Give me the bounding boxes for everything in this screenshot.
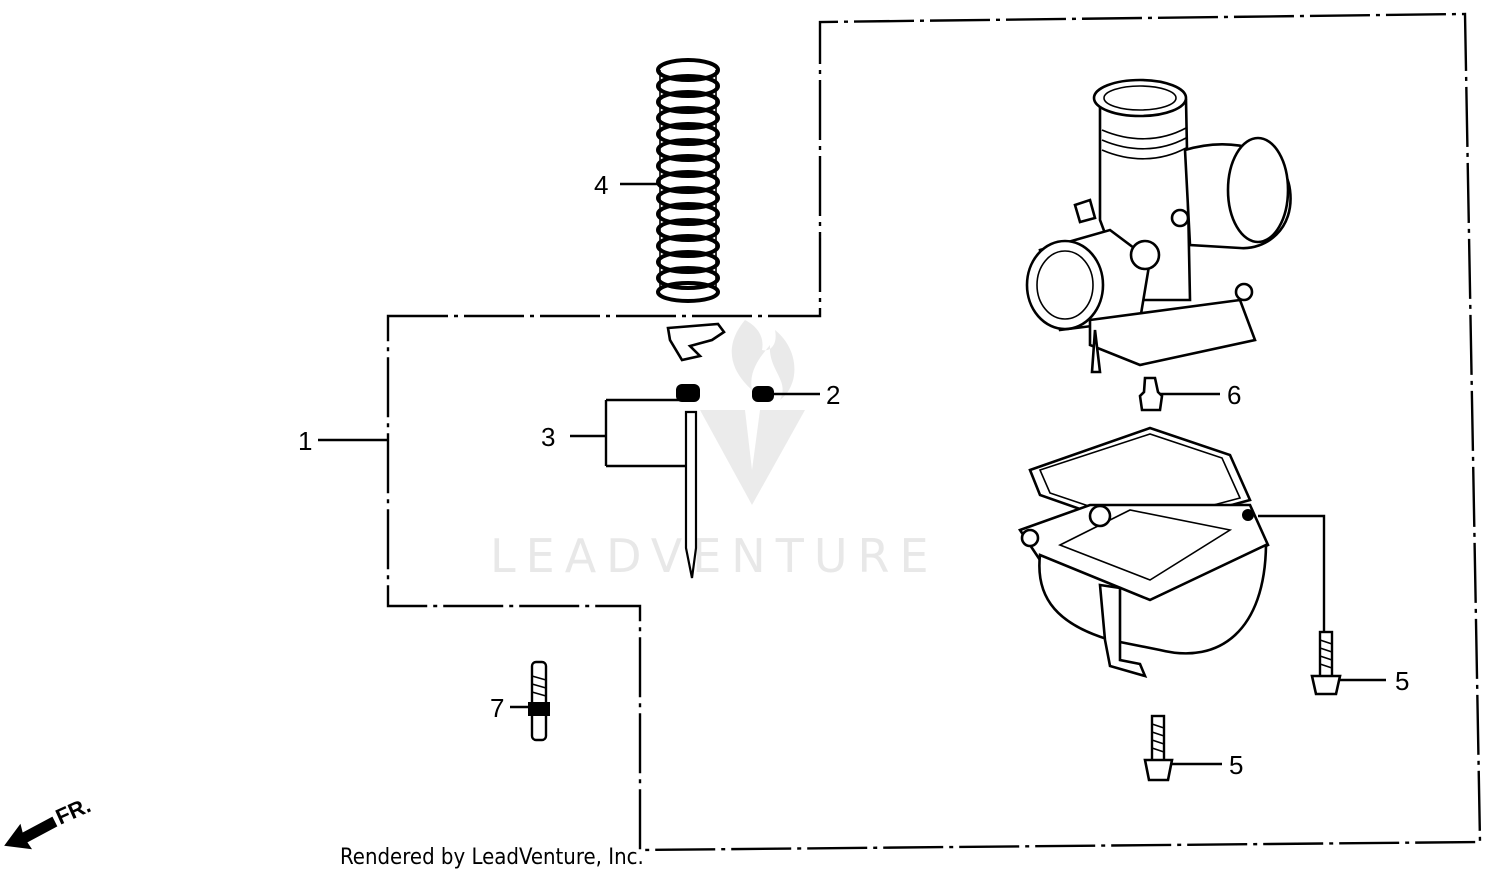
callout-7: 7 xyxy=(490,693,504,723)
callout-2: 2 xyxy=(826,380,840,410)
callout-5-lower: 5 xyxy=(1229,750,1243,780)
main-jet-part xyxy=(528,660,550,742)
leader-lines xyxy=(318,182,1386,766)
callout-6: 6 xyxy=(1227,380,1241,410)
front-direction-label: FR. xyxy=(52,792,95,829)
callout-3: 3 xyxy=(541,422,555,452)
callout-5-upper: 5 xyxy=(1395,666,1409,696)
jet-needle-set xyxy=(676,384,700,579)
watermark-text: LEADVENTURE xyxy=(490,529,939,583)
front-direction-arrow: FR. xyxy=(4,792,95,850)
float-bowl xyxy=(1017,426,1270,678)
screw-part-upper xyxy=(1310,630,1342,696)
nut-part xyxy=(752,386,774,402)
watermark: LEADVENTURE xyxy=(490,320,939,583)
spring-part xyxy=(656,58,720,303)
screw-part-lower xyxy=(1143,714,1174,782)
assembly-boundary xyxy=(386,12,1482,852)
needle-clip xyxy=(666,322,726,362)
callout-1: 1 xyxy=(298,426,312,456)
callout-4: 4 xyxy=(594,170,608,200)
slow-jet-part xyxy=(1138,376,1164,412)
carburetor-body xyxy=(1025,78,1292,374)
render-credit: Rendered by LeadVenture, Inc. xyxy=(340,845,644,870)
